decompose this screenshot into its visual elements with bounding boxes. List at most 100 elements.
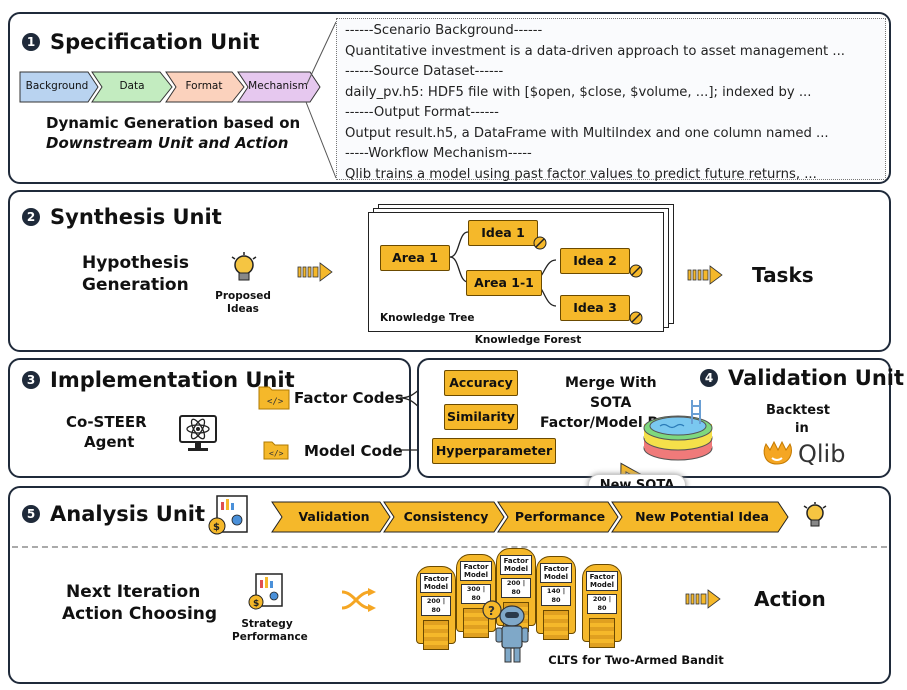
metric-similarity: Similarity [444, 404, 518, 430]
action-label: Action [754, 587, 826, 611]
spec-line: ------Source Dataset------ [345, 64, 504, 79]
svg-text:?: ? [488, 604, 495, 618]
spec-text-box: ------Scenario Background------ Quantita… [336, 18, 886, 182]
factor-codes-label: Factor Codes [294, 389, 404, 407]
qlib-label: Qlib [798, 440, 846, 468]
report-money-icon: $ [208, 495, 248, 535]
report-money-icon: $ [248, 573, 283, 610]
slot-machine-body [543, 610, 569, 640]
knowledge-forest-label: Knowledge Forest [474, 334, 582, 346]
agent-line2: Agent [84, 433, 135, 451]
folder-code-icon: </> [263, 441, 289, 460]
metric-accuracy: Accuracy [444, 370, 518, 396]
tab-label-mechanism: Mechanism [248, 80, 308, 92]
lightbulb-icon [231, 252, 257, 281]
slot-machine-label-factor: Factor [543, 565, 569, 573]
striped-arrow-icon [685, 589, 721, 609]
tool-icon [533, 236, 547, 250]
slot-machine-readout: 200 | 80 [501, 578, 531, 598]
slot-machine-readout: 140 | 80 [541, 586, 571, 606]
spec-line: Qlib trains a model using past factor va… [345, 166, 817, 182]
slot-machine-label-model: Model [544, 573, 568, 581]
analysis-chevrons [271, 501, 789, 533]
tab-label-format: Format [185, 80, 223, 92]
striped-arrow-icon [297, 262, 333, 282]
node-area-1: Area 1 [380, 245, 450, 271]
tab-format [165, 71, 245, 103]
slot-machine-label-factor: Factor [589, 573, 615, 581]
hypothesis-line2: Generation [82, 275, 189, 295]
tab-background [19, 71, 99, 103]
svg-text:</>: </> [267, 397, 284, 407]
spec-line: ------Output Format------ [345, 105, 499, 120]
chevron-new-idea [611, 501, 789, 533]
agent-line1: Co-STEER [66, 413, 147, 431]
analysis-divider [12, 546, 887, 548]
slot-machine-label-model: Model [590, 581, 614, 589]
tasks-label: Tasks [752, 263, 814, 287]
hypothesis-line1: Hypothesis [82, 253, 189, 273]
slot-machine-readout: 200 | 80 [421, 596, 451, 616]
slot-machine-label-factor: Factor [503, 557, 529, 565]
bracket-lines [305, 21, 337, 179]
unit-number-badge: 1 [22, 33, 40, 51]
spec-line: -----Workflow Mechanism----- [345, 146, 532, 161]
svg-text:$: $ [253, 599, 259, 609]
slot-machine-label-model: Model [464, 571, 488, 579]
tool-icon [629, 264, 643, 278]
spec-line: Quantitative investment is a data-driven… [345, 43, 845, 59]
strategy-line2: Performance [232, 631, 308, 643]
slot-machine-label-model: Model [504, 565, 528, 573]
metric-hyperparameter: Hyperparameter [432, 438, 556, 464]
step-consistency: Consistency [403, 509, 489, 524]
next-iteration-line2: Action Choosing [62, 604, 218, 624]
next-iteration-line1: Next Iteration [66, 582, 201, 602]
tool-icon [629, 311, 643, 325]
spec-line: daily_pv.h5: HDF5 file with [$open, $clo… [345, 84, 812, 100]
proposed-line2: Ideas [227, 303, 259, 315]
slot-machine-readout: 200 | 80 [587, 594, 617, 614]
chevron-validation [271, 501, 391, 533]
merge-line2: SOTA [590, 395, 632, 411]
slot-machine-label-model: Model [424, 583, 448, 591]
robot-icon: ? [482, 600, 529, 663]
unit-number-badge: 5 [22, 505, 40, 523]
model-code-label: Model Code [304, 442, 403, 460]
qlib-logo-icon [763, 440, 792, 465]
dynamic-generation-line2: Downstream Unit and Action [46, 134, 289, 152]
tab-mechanism [237, 71, 321, 103]
unit-number-badge: 4 [700, 369, 718, 387]
tab-label-data: Data [119, 80, 145, 92]
spec-line: ------Scenario Background------ [345, 23, 543, 38]
dynamic-generation-line1: Dynamic Generation based on [46, 114, 301, 132]
node-idea-3: Idea 3 [560, 295, 630, 321]
monitor-atom-icon [179, 415, 217, 451]
knowledge-tree-label: Knowledge Tree [380, 312, 475, 324]
unit-number-badge: 2 [22, 208, 40, 226]
step-performance: Performance [514, 509, 606, 524]
shuffle-icon [341, 588, 376, 612]
backtest-line1: Backtest [766, 403, 831, 418]
strategy-line1: Strategy [241, 618, 293, 630]
folder-code-icon: </> [258, 386, 290, 410]
pool-icon [643, 400, 713, 461]
backtest-line2: in [795, 421, 809, 436]
slot-machine-body [589, 618, 615, 648]
slot-machine-body [423, 620, 449, 650]
spec-tabs [19, 71, 321, 103]
tab-label-background: Background [25, 80, 89, 92]
